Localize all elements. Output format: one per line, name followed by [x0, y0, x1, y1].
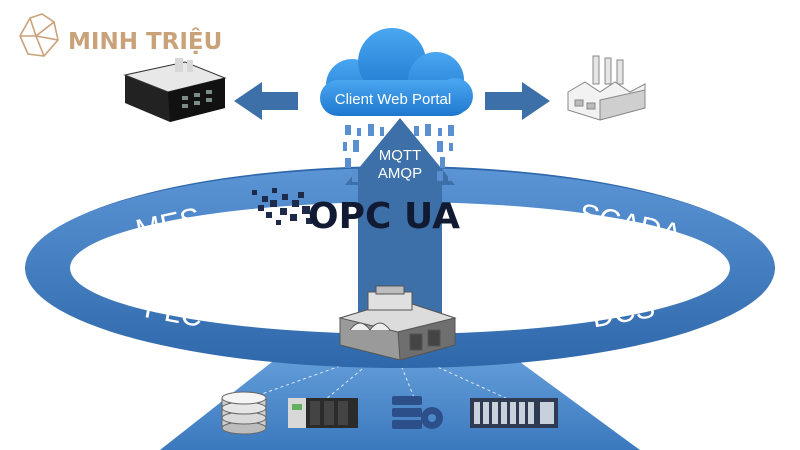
cloud-icon: [320, 28, 473, 116]
factory-dark-icon: [123, 58, 227, 122]
protocol-amqp: AMQP: [378, 165, 422, 182]
opc-ua-label: OPC UA: [308, 196, 460, 237]
plc-rack-icon: [288, 398, 358, 428]
opc-ua-logo: OPC UA: [252, 188, 460, 237]
data-stream-icon: [343, 124, 454, 182]
database-icon: [221, 391, 267, 435]
protocol-mqtt: MQTT: [379, 147, 422, 164]
brand-logo: MINH TRIỆU: [19, 13, 222, 57]
factory-white-icon: [567, 55, 646, 121]
crystal-icon: [19, 13, 59, 57]
arrow-left: [234, 82, 298, 120]
opc-dots-icon: [252, 188, 312, 225]
arrow-right: [485, 82, 550, 120]
cloud-label: Client Web Portal: [335, 91, 451, 108]
brand-name: MINH TRIỆU: [68, 27, 222, 55]
io-module-icon: [470, 398, 558, 428]
server-gear-icon: [392, 396, 443, 429]
plant-icon: [338, 285, 457, 361]
